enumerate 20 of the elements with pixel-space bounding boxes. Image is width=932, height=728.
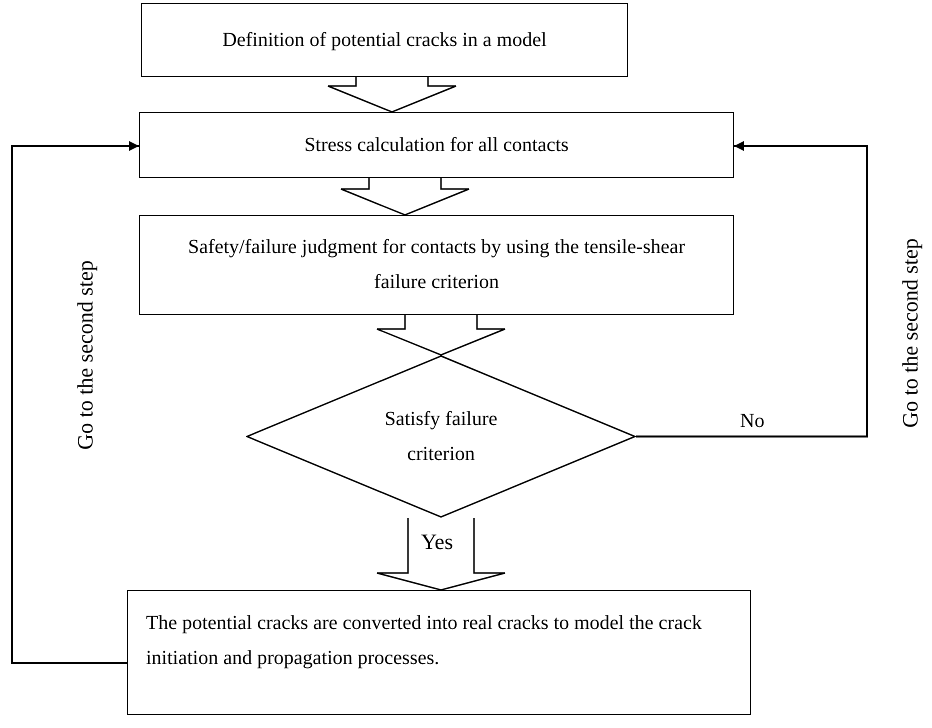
block-arrow	[376, 314, 506, 356]
edge-label: Go to the second step	[72, 260, 98, 450]
process-box	[127, 590, 751, 715]
block-arrow	[376, 517, 506, 591]
node-text: Stress calculation for all contacts	[304, 132, 569, 158]
edge-label: No	[740, 409, 764, 433]
connector-arrow	[636, 141, 868, 438]
process-box	[139, 215, 734, 315]
node-text: Definition of potential cracks in a model	[222, 28, 547, 52]
process-box	[141, 3, 628, 77]
node-text: Satisfy failure criterion	[384, 406, 498, 466]
node-text: Safety/failure judgment for contacts by using the tensile-shear failure criterion	[186, 235, 686, 295]
node-text: The potential cracks are converted into real cracks to model the crack initiation and propagation processes.	[146, 610, 703, 670]
block-arrow	[327, 76, 457, 113]
connector-arrow	[11, 141, 139, 664]
block-arrow	[340, 177, 470, 216]
side-note: Go to the second step	[897, 238, 924, 428]
decision-diamond	[246, 355, 636, 518]
process-box	[139, 112, 734, 178]
edge-label: Yes	[421, 530, 454, 554]
